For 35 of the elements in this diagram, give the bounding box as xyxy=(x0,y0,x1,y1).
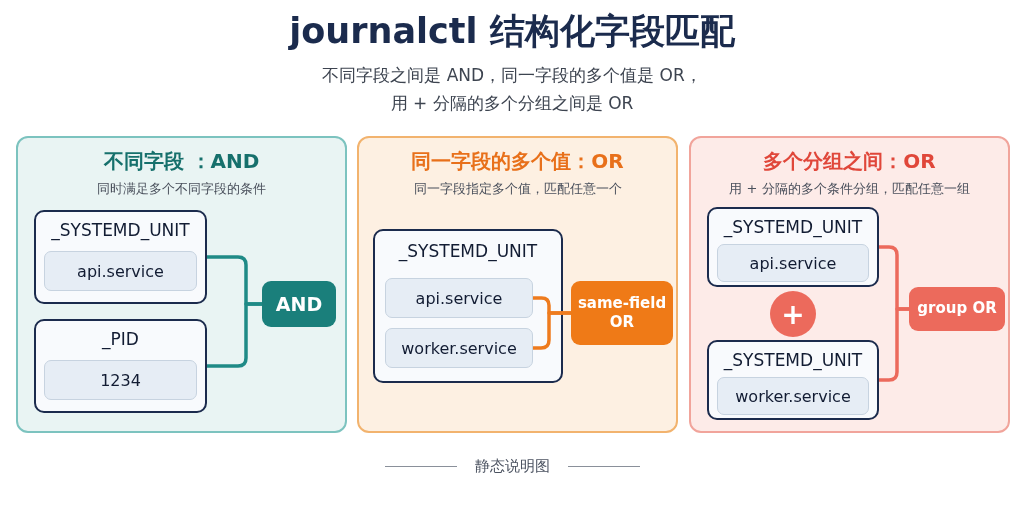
value-box: api.service xyxy=(44,251,197,291)
field-name: _SYSTEMD_UNIT xyxy=(51,220,190,240)
value-box: api.service xyxy=(717,244,869,282)
panel-heading: 不同字段 ：AND xyxy=(103,149,260,173)
group-panel xyxy=(357,136,678,433)
field-box xyxy=(707,340,879,420)
panel-subtitle: 用 + 分隔的多个条件分组，匹配任意一组 xyxy=(729,181,970,196)
connector-line xyxy=(533,311,571,350)
field-name: _PID xyxy=(102,329,139,349)
field-box xyxy=(34,319,207,413)
connector-line xyxy=(207,302,262,368)
group-panel xyxy=(16,136,347,433)
value-box: worker.service xyxy=(717,377,869,415)
value-box: api.service xyxy=(385,278,533,318)
field-name: _SYSTEMD_UNIT xyxy=(723,350,863,370)
group-panel xyxy=(689,136,1010,433)
diagram-title: journalctl 结构化字段匹配 xyxy=(287,10,736,53)
operator-badge: same-field OR xyxy=(571,281,673,345)
operator-badge: group OR xyxy=(909,287,1005,331)
field-box xyxy=(34,210,207,304)
subtitle-text: 用 + 分隔的多个分组之间是 OR xyxy=(390,92,634,115)
panel-heading: 多个分组之间：OR xyxy=(763,149,936,173)
caption-text: 静态说明图 xyxy=(474,457,550,476)
panel-subtitle: 同时满足多个不同字段的条件 xyxy=(97,181,266,196)
field-name: _SYSTEMD_UNIT xyxy=(398,241,538,261)
field-box xyxy=(373,229,563,383)
value-box: 1234 xyxy=(44,360,197,400)
panel-heading: 同一字段的多个值：OR xyxy=(411,149,624,173)
field-box xyxy=(707,207,879,287)
subtitle-text: 不同字段之间是 AND，同一字段的多个值是 OR， xyxy=(322,64,702,87)
panel-subtitle: 同一字段指定多个值，匹配任意一个 xyxy=(413,181,622,196)
operator-badge: AND xyxy=(262,281,336,327)
plus-circle: + xyxy=(770,291,816,337)
value-box: worker.service xyxy=(385,328,533,368)
field-name: _SYSTEMD_UNIT xyxy=(723,217,863,237)
